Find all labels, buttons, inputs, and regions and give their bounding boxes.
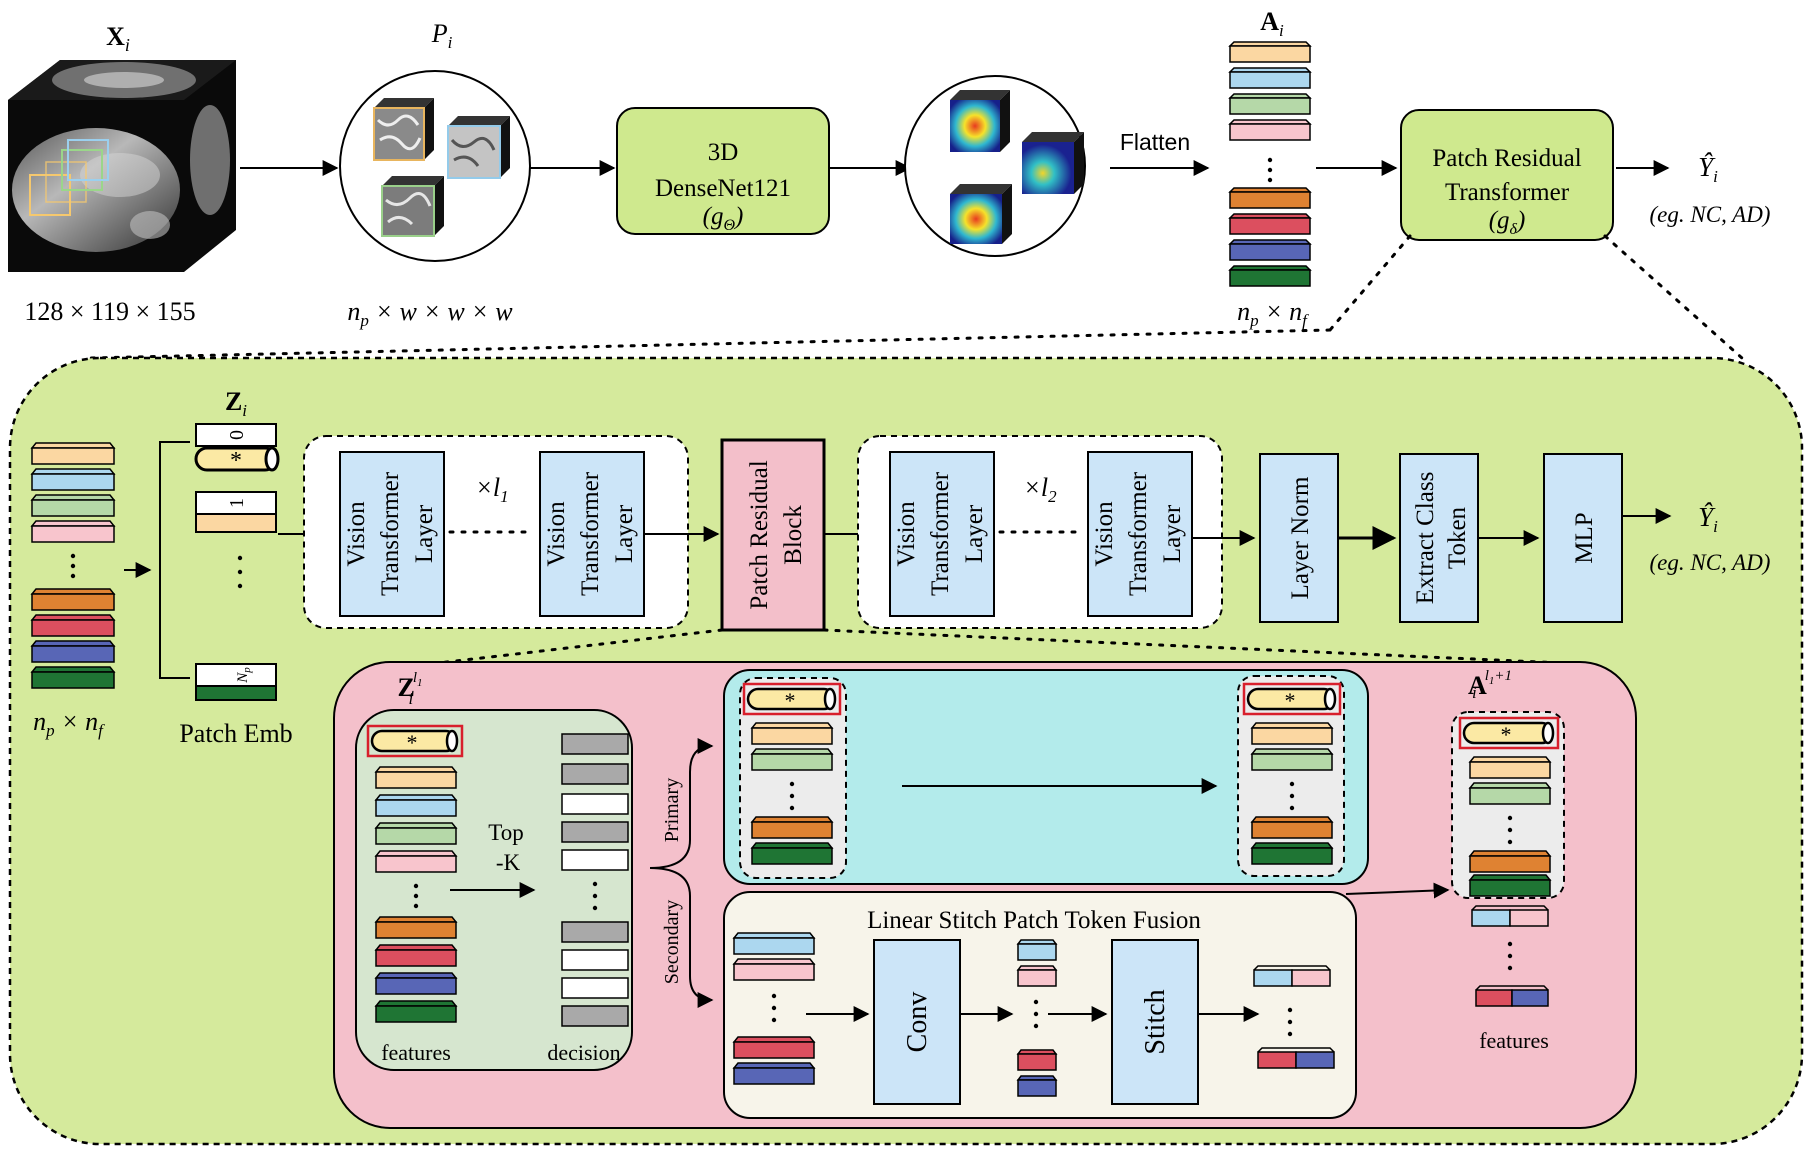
- stitch-block: Stitch: [1111, 939, 1199, 1105]
- times-l2: ×l2: [1023, 473, 1057, 506]
- ellipsis-dots: [1267, 157, 1273, 183]
- svg-text:1: 1: [226, 498, 248, 508]
- svg-text:Layer Norm: Layer Norm: [1287, 476, 1314, 599]
- token-class-star: *: [194, 446, 280, 474]
- token-red: [1228, 213, 1312, 235]
- times-l1: ×l1: [475, 473, 508, 506]
- fused-output-tokens: [1471, 905, 1549, 1007]
- svg-text:0: 0: [226, 430, 248, 440]
- layer-norm-block: Layer Norm: [1259, 453, 1339, 623]
- svg-text:*: *: [407, 730, 418, 755]
- svg-text:*: *: [230, 448, 242, 474]
- heatmap-cube-1: [950, 90, 1010, 152]
- svg-text:Stitch: Stitch: [1140, 989, 1171, 1054]
- conv-block: Conv: [873, 939, 961, 1105]
- svg-text:*: *: [785, 688, 796, 713]
- a-dims: np × nf: [1237, 297, 1309, 330]
- feature-maps-circle: [904, 75, 1086, 257]
- token-orange: [1228, 187, 1312, 209]
- patches-label: Pi: [431, 19, 453, 52]
- token-np: Np: [195, 663, 277, 701]
- a-token-stack: [1228, 41, 1312, 287]
- heatmap-cube-2: [1022, 132, 1084, 194]
- patch-residual-transformer-block: Patch Residual Transformer (gδ): [1400, 109, 1614, 241]
- class-token-star: *: [370, 729, 459, 755]
- svg-text:Conv: Conv: [902, 992, 933, 1053]
- svg-text:MLP: MLP: [1571, 512, 1598, 563]
- middle-output-eg: (eg. NC, AD): [1650, 550, 1771, 575]
- fusion-title: Linear Stitch Patch Token Fusion: [867, 907, 1201, 934]
- middle-output-y: Ŷi: [1698, 502, 1718, 536]
- patch-cube-2: [447, 116, 510, 179]
- svg-text:DenseNet121: DenseNet121: [655, 175, 791, 202]
- token-peach: [1228, 41, 1312, 63]
- mlp-block: MLP: [1543, 453, 1623, 623]
- heatmap-cube-3: [950, 184, 1012, 244]
- top-output-eg: (eg. NC, AD): [1650, 202, 1771, 227]
- densenet-block: 3D DenseNet121 (gΘ): [616, 107, 830, 235]
- token-dark-green: [1228, 265, 1312, 287]
- secondary-label: Secondary: [661, 900, 683, 984]
- primary-path-panel: [723, 669, 1369, 885]
- patch-cube-3: [381, 176, 444, 237]
- svg-text:Patch Residual: Patch Residual: [1432, 145, 1581, 172]
- token-blue: [1228, 67, 1312, 89]
- svg-text:*: *: [1501, 722, 1512, 747]
- top-output-y: Ŷi: [1698, 152, 1718, 186]
- embedding-tokens: 0 * 1 Np: [194, 423, 280, 701]
- token-green: [1228, 93, 1312, 115]
- svg-text:Np: Np: [235, 667, 253, 684]
- decision-stack: [561, 733, 629, 1027]
- primary-output-tokens: *: [1242, 682, 1342, 865]
- z-label: Zi: [225, 387, 247, 420]
- patches-dims: np × w × w × w: [347, 297, 513, 330]
- flatten-label: Flatten: [1120, 129, 1190, 155]
- output-tokens: *: [1458, 716, 1560, 897]
- decision-label: decision: [547, 1040, 620, 1065]
- token-pink: [1228, 119, 1312, 141]
- svg-text:3D: 3D: [708, 139, 739, 166]
- token-navy: [1228, 239, 1312, 261]
- token-zero: 0: [195, 423, 277, 447]
- patch-emb-label: Patch Emb: [179, 719, 292, 748]
- svg-text:(gδ): (gδ): [1489, 207, 1526, 238]
- input-dims: np × nf: [33, 707, 105, 740]
- token-one: 1: [195, 491, 277, 533]
- brain-label: Xi: [106, 22, 130, 55]
- topk-label: Top-K: [488, 820, 523, 875]
- primary-label: Primary: [661, 778, 683, 842]
- stitched-tokens: [1253, 965, 1335, 1069]
- conv-output-tokens: [1016, 939, 1058, 1097]
- input-token-stack: [30, 442, 116, 689]
- feature-token-stack: *: [366, 724, 464, 1023]
- features-label: features: [381, 1040, 451, 1065]
- mri-volume-image: [8, 60, 236, 272]
- primary-input-tokens: *: [742, 682, 842, 865]
- patches-circle: [339, 70, 531, 262]
- svg-text:*: *: [1285, 688, 1296, 713]
- patch-cube-1: [373, 98, 434, 161]
- a-label: Ai: [1260, 7, 1284, 40]
- features-right-label: features: [1479, 1028, 1549, 1053]
- svg-text:Transformer: Transformer: [1445, 179, 1570, 206]
- brain-dims: 128 × 119 × 155: [24, 297, 195, 326]
- fusion-input-tokens: [732, 932, 816, 1085]
- svg-text:(gΘ): (gΘ): [703, 203, 744, 234]
